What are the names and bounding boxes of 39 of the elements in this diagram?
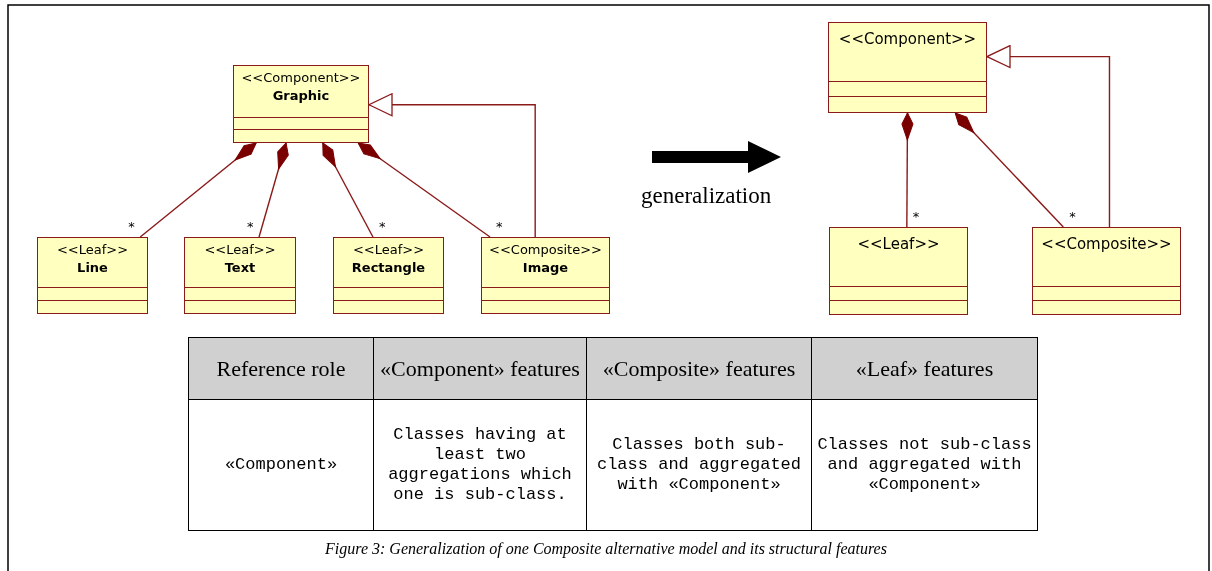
- table-header-cell: «Leaf» features: [811, 337, 1038, 400]
- stereotype-label: <<Composite>>: [489, 242, 602, 257]
- composition-line: [139, 142, 257, 238]
- class-name: Rectangle: [351, 260, 426, 275]
- generalization-arrow: [986, 44, 1111, 228]
- class-box: [333, 237, 444, 314]
- class-name: Text: [224, 260, 256, 275]
- class-box: [829, 227, 968, 315]
- class-box: [1032, 227, 1181, 315]
- composition-line: [258, 142, 289, 238]
- figure-caption: Figure 3: Generalization of one Composite alternative model and its structural features: [325, 540, 887, 558]
- class-box: [828, 22, 987, 113]
- class-box: [233, 65, 369, 143]
- composition-line: [322, 142, 374, 238]
- table-header-cell: «Composite» features: [586, 337, 812, 400]
- composition-line: [901, 112, 914, 228]
- class-name: Image: [522, 260, 569, 275]
- class-box: [37, 237, 148, 314]
- composition-line: [357, 142, 491, 238]
- stereotype-label: <<Leaf>>: [857, 235, 940, 253]
- transformation-label: generalization: [641, 183, 772, 209]
- stereotype-label: <<Leaf>>: [204, 242, 276, 257]
- generalization-arrow: [368, 93, 536, 238]
- stereotype-label: <<Leaf>>: [56, 242, 129, 257]
- table-cell: Classes not sub-class and aggregated with «Component»: [811, 399, 1038, 531]
- class-box: [184, 237, 296, 314]
- table-cell: «Component»: [188, 399, 374, 531]
- stereotype-label: <<Component>>: [838, 30, 977, 48]
- stereotype-label: <<Leaf>>: [352, 242, 425, 257]
- class-name: Line: [77, 260, 108, 275]
- table-cell: Classes having at least two aggregations which one is sub-class.: [373, 399, 587, 531]
- stereotype-label: <<Component>>: [241, 70, 361, 85]
- table-cell: Classes both sub-class and aggregated with «Component»: [586, 399, 812, 531]
- table-header-cell: Reference role: [188, 337, 374, 400]
- stereotype-label: <<Composite>>: [1041, 235, 1172, 253]
- class-box: [481, 237, 610, 314]
- composition-line: [954, 112, 1064, 228]
- table-header-cell: «Component» features: [373, 337, 587, 400]
- class-name: Graphic: [272, 88, 330, 103]
